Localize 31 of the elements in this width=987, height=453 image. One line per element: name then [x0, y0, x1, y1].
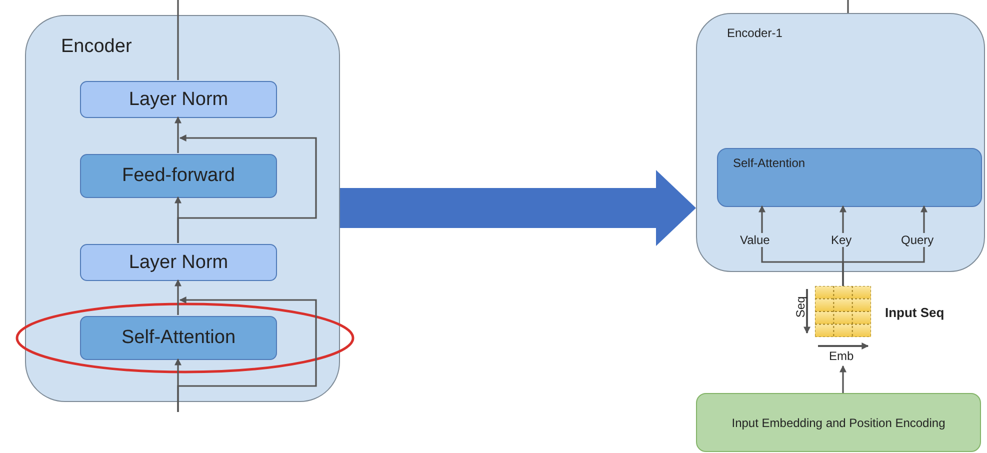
attention-box	[717, 148, 982, 207]
node-label: Layer Norm	[128, 250, 230, 275]
arrow	[177, 296, 317, 412]
axis-label: Seq	[794, 296, 808, 318]
encoder-container	[25, 15, 340, 402]
layer-box	[80, 154, 277, 198]
arrow	[840, 365, 846, 393]
arrow	[177, 134, 317, 243]
connector-line	[177, 0, 179, 80]
arrow	[174, 279, 182, 315]
node-label: Self-Attention	[120, 326, 237, 350]
connector-line	[847, 0, 849, 13]
arrow	[842, 205, 928, 286]
layer-box	[80, 316, 277, 360]
node-label: Layer Norm	[128, 88, 230, 112]
node-label: Self-Attention	[733, 156, 806, 170]
layer-box	[80, 81, 277, 118]
layer-box	[80, 244, 277, 281]
node-label: Encoder-1	[727, 26, 782, 40]
node-label: Input Embedding and Position Encoding	[730, 414, 946, 431]
node-label: Encoder	[61, 36, 132, 58]
embedding-box	[696, 393, 981, 452]
node-caption: Input Seq	[885, 305, 944, 320]
arrow	[174, 116, 182, 153]
encoder-container	[696, 13, 985, 272]
block-arrow	[340, 170, 696, 246]
node-label: Feed-forward	[121, 164, 236, 188]
axis-label: Emb	[829, 349, 854, 363]
edge-label: Value	[739, 233, 771, 247]
edge-label: Key	[830, 233, 853, 247]
edge-label: Query	[900, 233, 935, 247]
